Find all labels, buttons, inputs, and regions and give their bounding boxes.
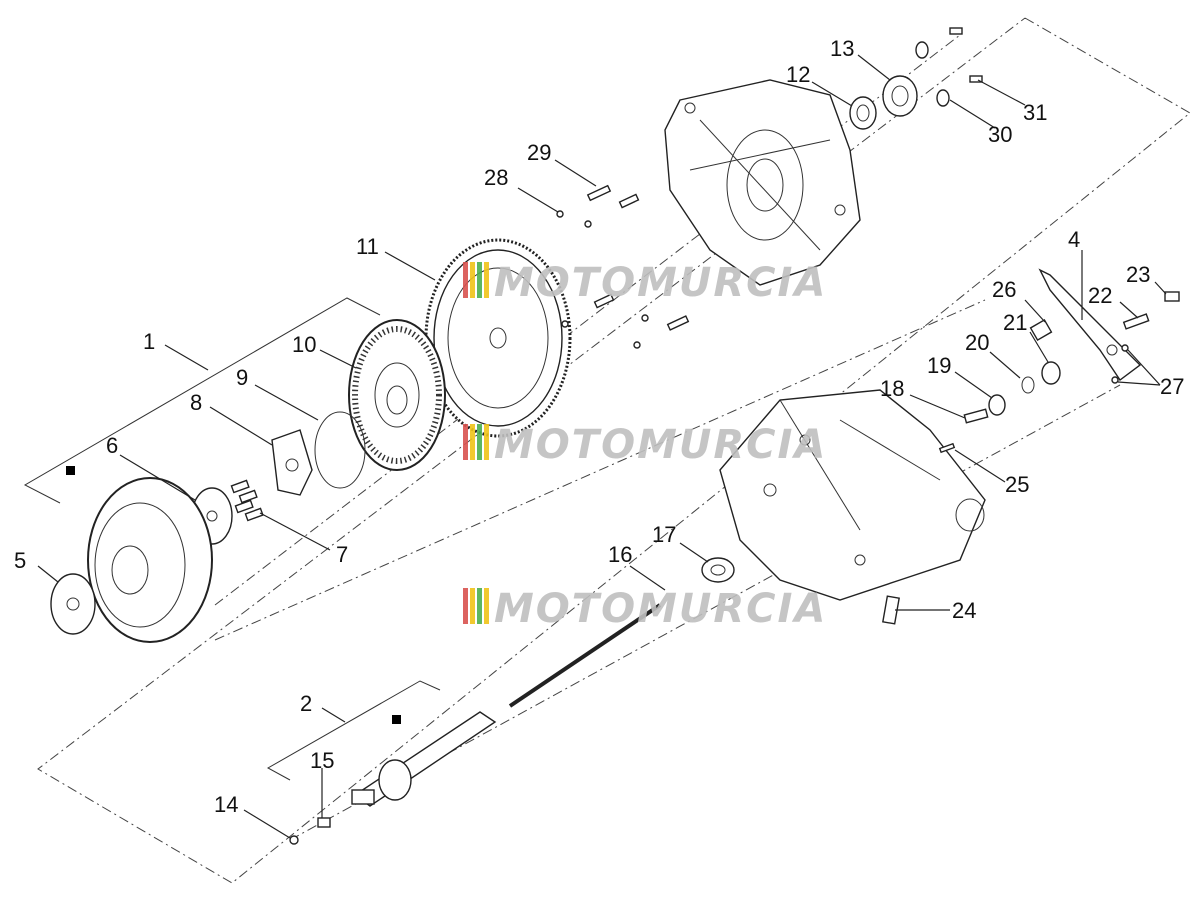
callout-20: 20 [965, 330, 989, 355]
clip-27a [1121, 344, 1129, 352]
bush-15 [317, 817, 331, 828]
watermark-stripe [470, 588, 475, 624]
thrust-plate [271, 429, 313, 496]
circlip [314, 411, 366, 489]
nut-23 [1164, 291, 1180, 302]
clutch-disc [348, 319, 446, 471]
callout-5: 5 [14, 548, 26, 573]
callout-1: 1 [143, 329, 155, 354]
pin-18 [963, 408, 989, 424]
callout-28: 28 [484, 165, 508, 190]
callout-22: 22 [1088, 283, 1112, 308]
watermark-stripe [484, 588, 489, 624]
watermark-stripe [463, 262, 468, 298]
callout-16: 16 [608, 542, 632, 567]
callout-2: 2 [300, 691, 312, 716]
input-shaft [351, 603, 662, 807]
release-lever [1038, 268, 1142, 382]
pin-22 [1122, 313, 1150, 330]
group-bracket-1 [23, 297, 381, 504]
leader-lines [37, 54, 1167, 839]
callout-17: 17 [652, 522, 676, 547]
callout-12: 12 [786, 62, 810, 87]
clip-27b [1111, 376, 1119, 384]
callout-7: 7 [336, 542, 348, 567]
callout-19: 19 [927, 353, 951, 378]
callout-31: 31 [1023, 100, 1047, 125]
callout-30: 30 [988, 122, 1012, 147]
callout-15: 15 [310, 748, 334, 773]
watermark-logo: MOTOMURCIA [463, 422, 827, 468]
ring-20 [1021, 376, 1035, 394]
callout-13: 13 [830, 36, 854, 61]
circlip-14 [289, 835, 299, 845]
end-plate [50, 573, 96, 635]
callout-14: 14 [214, 792, 238, 817]
group-bracket-2 [266, 680, 441, 781]
group-marker-square [392, 715, 401, 724]
watermark-text: MOTOMURCIA [494, 260, 827, 306]
callout-23: 23 [1126, 262, 1150, 287]
watermark-stripe [484, 424, 489, 460]
callout-11: 11 [356, 234, 379, 259]
watermark-stripe [477, 424, 482, 460]
callout-4: 4 [1068, 227, 1080, 252]
callout-26: 26 [992, 277, 1016, 302]
screw-31 [969, 75, 983, 83]
gearbox-casing [719, 389, 986, 601]
watermark-stripe [477, 588, 482, 624]
watermark-text: MOTOMURCIA [494, 422, 827, 468]
clutch-housing [664, 79, 861, 286]
dowel-24 [882, 595, 900, 625]
shaft-bearing [701, 557, 735, 583]
bearing-13 [882, 75, 918, 117]
callout-27: 27 [1160, 374, 1184, 399]
callout-25: 25 [1005, 472, 1029, 497]
callout-18: 18 [880, 376, 904, 401]
pin-25 [938, 442, 956, 454]
callout-24: 24 [952, 598, 976, 623]
bush-21 [1041, 361, 1061, 385]
watermark-text: MOTOMURCIA [494, 586, 827, 632]
plate-bolts [230, 479, 264, 522]
axis-line-b [214, 299, 986, 641]
callout-9: 9 [236, 365, 248, 390]
axis-line-c [289, 384, 1121, 841]
bolts-29 [586, 184, 690, 331]
watermark-stripe [463, 588, 468, 624]
group-marker-square [66, 466, 75, 475]
washer-13 [915, 41, 929, 59]
washers-28 [556, 210, 649, 349]
washer-19 [988, 394, 1006, 416]
watermark-stripe [470, 424, 475, 460]
callout-8: 8 [190, 390, 202, 415]
screw-13 [949, 27, 963, 35]
watermark-stripe [484, 262, 489, 298]
watermark-stripe [463, 424, 468, 460]
watermark-stripe [470, 262, 475, 298]
bearing-12 [849, 96, 877, 130]
callout-29: 29 [527, 140, 551, 165]
washer-30 [936, 89, 950, 107]
watermark-logo: MOTOMURCIA [463, 586, 827, 632]
callout-10: 10 [292, 332, 316, 357]
watermark-logo: MOTOMURCIA [463, 260, 827, 306]
watermark-stripe [477, 262, 482, 298]
callout-21: 21 [1003, 310, 1027, 335]
pressure-plate [87, 477, 213, 643]
assembly-boundary [37, 17, 1191, 884]
callout-6: 6 [106, 433, 118, 458]
spring-26 [1029, 318, 1053, 342]
